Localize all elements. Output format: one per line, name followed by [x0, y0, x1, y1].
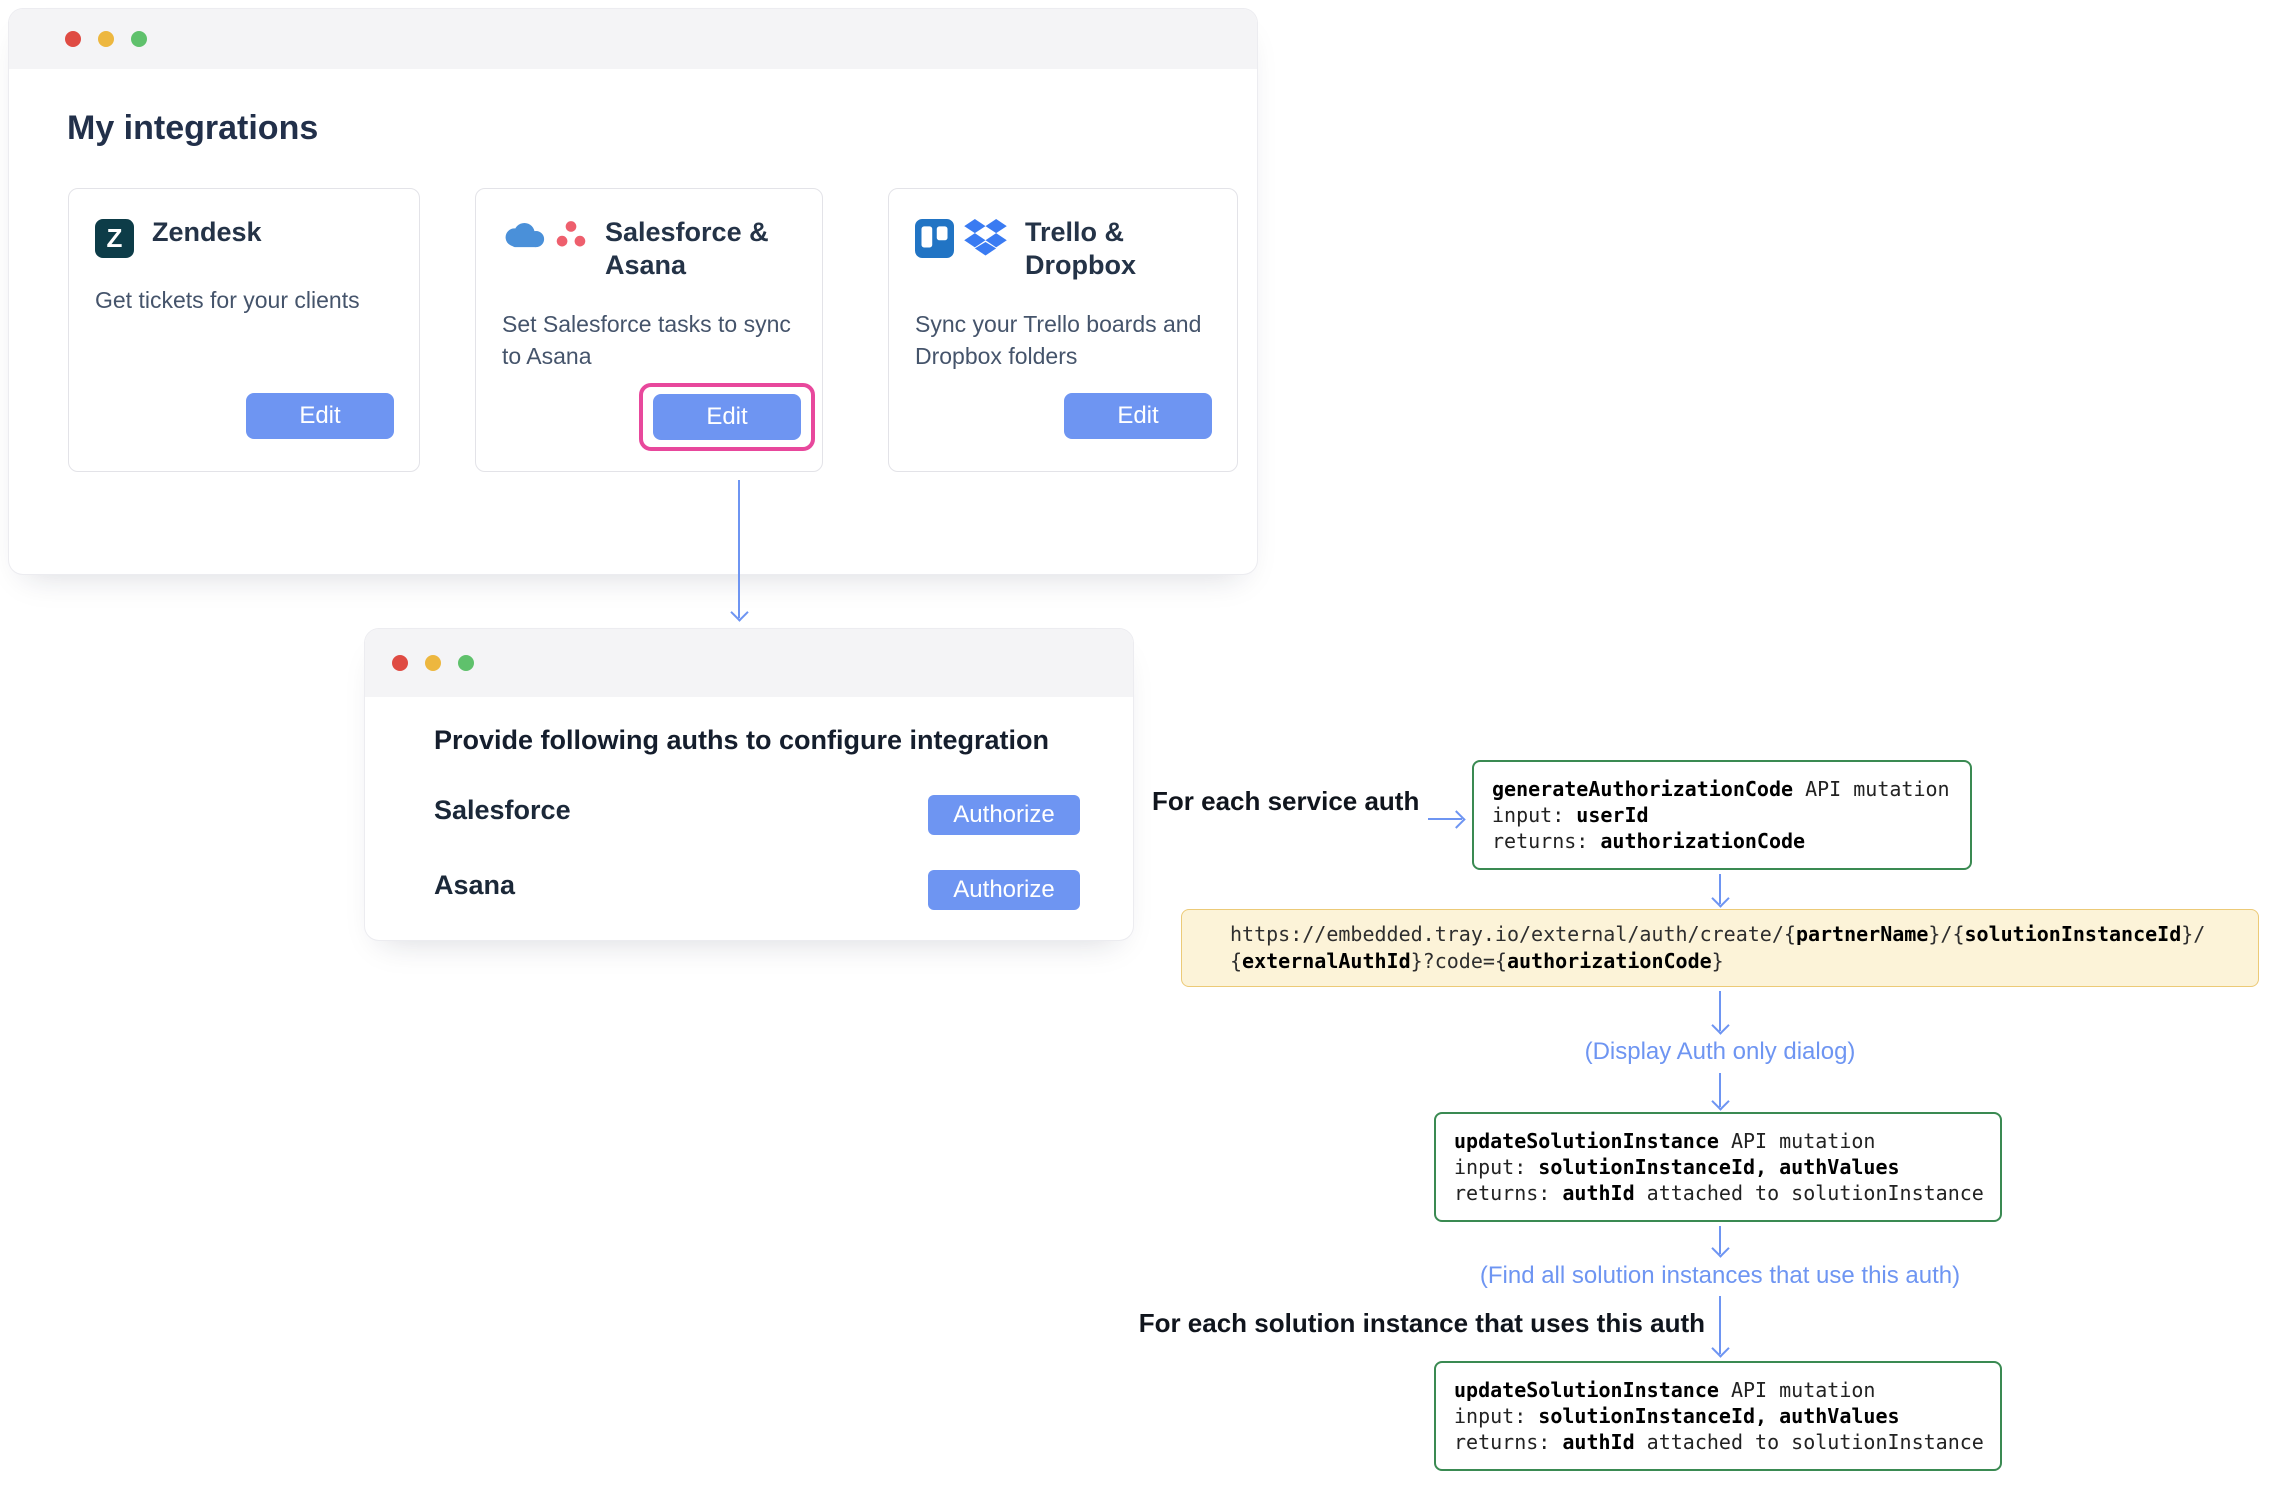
integrations-window: My integrations Z Zendesk Get tickets fo… [9, 9, 1257, 574]
card-description: Set Salesforce tasks to sync to Asana [502, 308, 796, 372]
card-title: Salesforce & Asana [605, 216, 796, 282]
update-solution-instance-box: updateSolutionInstance API mutationinput… [1434, 1112, 2002, 1222]
card-title: Zendesk [152, 216, 262, 249]
minimize-window-button[interactable] [425, 655, 441, 671]
close-window-button[interactable] [65, 31, 81, 47]
arrow-box-to-url [1719, 874, 1721, 904]
auth-service-salesforce-label: Salesforce [434, 795, 571, 826]
auths-dialog-title: Provide following auths to configure int… [434, 725, 1049, 756]
trello-icon [915, 219, 954, 258]
asana-icon [555, 219, 587, 251]
auth-url-box: https://embedded.tray.io/external/auth/c… [1181, 909, 2259, 987]
authorize-asana-button[interactable]: Authorize [928, 870, 1080, 910]
update-solution-instance-repeat-box: updateSolutionInstance API mutationinput… [1434, 1361, 2002, 1471]
auths-window: Provide following auths to configure int… [365, 629, 1133, 940]
integration-card-trello-dropbox: Trello & Dropbox Sync your Trello boards… [888, 188, 1238, 472]
zoom-window-button[interactable] [458, 655, 474, 671]
find-solution-instances-note: (Find all solution instances that use th… [1181, 1262, 2259, 1290]
display-auth-dialog-note: (Display Auth only dialog) [1181, 1038, 2259, 1066]
page-title: My integrations [67, 109, 318, 148]
card-icons [915, 219, 1007, 258]
dropbox-icon [964, 219, 1007, 258]
card-icons [502, 219, 587, 251]
card-header: Salesforce & Asana [502, 216, 796, 282]
generate-authorization-code-box: generateAuthorizationCode API mutationin… [1472, 760, 1972, 870]
edit-salesforce-asana-button[interactable]: Edit [653, 394, 801, 440]
card-header: Trello & Dropbox [915, 216, 1211, 282]
zoom-window-button[interactable] [131, 31, 147, 47]
edit-trello-dropbox-button[interactable]: Edit [1064, 393, 1212, 439]
arrow-url-to-note [1719, 991, 1721, 1031]
card-header: Z Zendesk [95, 216, 393, 258]
window-titlebar [9, 9, 1257, 69]
for-each-solution-instance-label: For each solution instance that uses thi… [1139, 1308, 1705, 1339]
card-icons: Z [95, 219, 134, 258]
for-each-service-auth-label: For each service auth [1152, 786, 1419, 817]
integration-card-zendesk: Z Zendesk Get tickets for your clients E… [68, 188, 420, 472]
arrow-note-to-update-box [1719, 1073, 1721, 1107]
salesforce-icon [502, 221, 545, 250]
card-description: Get tickets for your clients [95, 284, 393, 316]
integration-card-salesforce-asana: Salesforce & Asana Set Salesforce tasks … [475, 188, 823, 472]
minimize-window-button[interactable] [98, 31, 114, 47]
window-titlebar [365, 629, 1133, 697]
arrow-update-to-find-note [1719, 1226, 1721, 1254]
highlight-ring: Edit [639, 383, 815, 451]
arrow-edit-to-auths [738, 480, 740, 618]
auth-service-asana-label: Asana [434, 870, 515, 901]
edit-zendesk-button[interactable]: Edit [246, 393, 394, 439]
arrow-service-auth-to-box [1428, 818, 1462, 820]
zendesk-icon: Z [95, 219, 134, 258]
arrow-find-note-to-repeat-box [1719, 1296, 1721, 1354]
close-window-button[interactable] [392, 655, 408, 671]
card-title: Trello & Dropbox [1025, 216, 1211, 282]
authorize-salesforce-button[interactable]: Authorize [928, 795, 1080, 835]
card-description: Sync your Trello boards and Dropbox fold… [915, 308, 1211, 372]
